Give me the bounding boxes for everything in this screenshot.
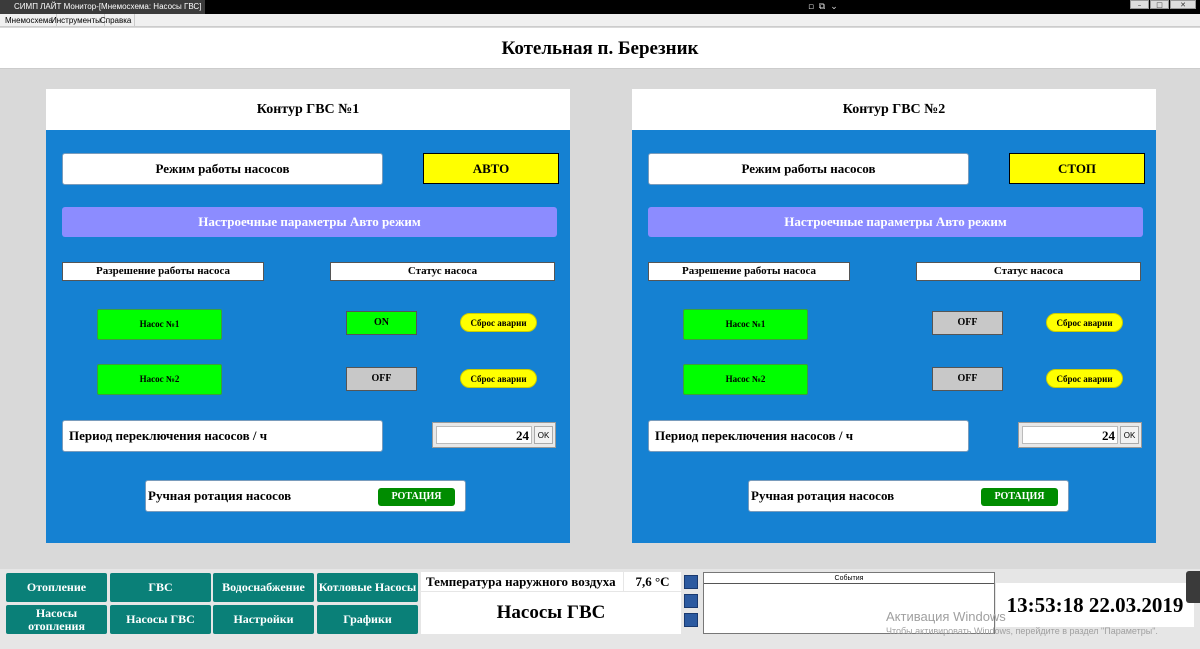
auto-params-button[interactable]: Настроечные параметры Авто режим <box>62 207 557 237</box>
outdoor-temp-value: 7,6 °C <box>624 572 681 591</box>
pump-2-reset-button[interactable]: Сброс аварии <box>1046 369 1123 388</box>
status-header: Статус насоса <box>330 262 555 281</box>
events-header: События <box>704 573 994 584</box>
period-label: Период переключения насосов / ч <box>62 420 383 452</box>
menu-mnemoscheme[interactable]: Мнемосхема <box>2 14 57 27</box>
sound-icon[interactable] <box>684 594 698 608</box>
pump-2-button[interactable]: Насос №2 <box>683 364 808 395</box>
mode-value[interactable]: СТОП <box>1009 153 1145 184</box>
nav-water-supply[interactable]: Водоснабжение <box>213 573 314 602</box>
period-ok-button[interactable]: OK <box>1120 426 1139 444</box>
period-input[interactable]: 24 <box>436 426 532 444</box>
permission-header: Разрешение работы насоса <box>648 262 850 281</box>
rotation-label: Ручная ротация насосов <box>751 488 895 503</box>
save-icon[interactable] <box>684 575 698 589</box>
window-minimize-button[interactable]: – <box>1130 0 1149 9</box>
rotation-box: Ручная ротация насосов РОТАЦИЯ <box>145 480 466 512</box>
period-input[interactable]: 24 <box>1022 426 1118 444</box>
clock: 13:53:18 22.03.2019 <box>996 583 1194 627</box>
restore-icon[interactable]: ⧉ <box>818 2 826 12</box>
mode-label: Режим работы насосов <box>648 153 969 185</box>
mode-value[interactable]: АВТО <box>423 153 559 184</box>
menu-bar: Мнемосхема Инструменты Справка <box>0 14 1200 27</box>
pump-2-status: OFF <box>932 367 1003 391</box>
rotation-button[interactable]: РОТАЦИЯ <box>981 488 1058 506</box>
watermark-line-1: Активация Windows <box>886 609 1006 624</box>
panel-gvs-1: Контур ГВС №1 Режим работы насосов АВТО … <box>46 89 570 543</box>
window-title-bar: СИМП ЛАЙТ Монитор-[Мнемосхема: Насосы ГВ… <box>0 0 1200 14</box>
chevron-down-icon[interactable]: ⌄ <box>830 2 838 12</box>
windows-activation-watermark: Активация Windows Чтобы активировать Win… <box>886 608 1186 642</box>
minimize-icon[interactable]: ▫ <box>807 2 815 12</box>
pump-1-reset-button[interactable]: Сброс аварии <box>1046 313 1123 332</box>
panel-title: Контур ГВС №1 <box>46 89 570 130</box>
window-maximize-button[interactable]: □ <box>1150 0 1169 9</box>
auto-params-button[interactable]: Настроечные параметры Авто режим <box>648 207 1143 237</box>
rotation-button[interactable]: РОТАЦИЯ <box>378 488 455 506</box>
menu-tools[interactable]: Инструменты <box>48 14 105 27</box>
nav-boiler-pumps[interactable]: Котловые Насосы <box>317 573 418 602</box>
watermark-line-2: Чтобы активировать Windows, перейдите в … <box>886 626 1158 636</box>
rotation-box: Ручная ротация насосов РОТАЦИЯ <box>748 480 1069 512</box>
pump-1-status: ON <box>346 311 417 335</box>
pump-2-button[interactable]: Насос №2 <box>97 364 222 395</box>
status-header: Статус насоса <box>916 262 1141 281</box>
pump-2-status: OFF <box>346 367 417 391</box>
menu-help[interactable]: Справка <box>97 14 136 27</box>
events-panel: События <box>703 572 995 634</box>
pump-1-button[interactable]: Насос №1 <box>683 309 808 340</box>
nav-heating-pumps[interactable]: Насосы отопления <box>6 605 107 634</box>
nav-settings[interactable]: Настройки <box>213 605 314 634</box>
rotation-label: Ручная ротация насосов <box>148 488 292 503</box>
side-scroll-handle[interactable] <box>1186 571 1200 603</box>
window-close-button[interactable]: ✕ <box>1170 0 1196 9</box>
nav-gvs-pumps[interactable]: Насосы ГВС <box>110 605 211 634</box>
window-icon[interactable] <box>684 613 698 627</box>
screen-name: Насосы ГВС <box>421 592 681 634</box>
period-stepper: 24 OK <box>432 422 556 448</box>
nav-heating[interactable]: Отопление <box>6 573 107 602</box>
pump-1-button[interactable]: Насос №1 <box>97 309 222 340</box>
period-ok-button[interactable]: OK <box>534 426 553 444</box>
pump-2-reset-button[interactable]: Сброс аварии <box>460 369 537 388</box>
nav-charts[interactable]: Графики <box>317 605 418 634</box>
period-label: Период переключения насосов / ч <box>648 420 969 452</box>
permission-header: Разрешение работы насоса <box>62 262 264 281</box>
page-title: Котельная п. Березник <box>0 28 1200 69</box>
panel-title: Контур ГВС №2 <box>632 89 1156 130</box>
mode-label: Режим работы насосов <box>62 153 383 185</box>
nav-gvs[interactable]: ГВС <box>110 573 211 602</box>
period-stepper: 24 OK <box>1018 422 1142 448</box>
window-title: СИМП ЛАЙТ Монитор-[Мнемосхема: Насосы ГВ… <box>0 0 206 14</box>
outdoor-temp-label: Температура наружного воздуха <box>421 572 623 591</box>
pump-1-status: OFF <box>932 311 1003 335</box>
pump-1-reset-button[interactable]: Сброс аварии <box>460 313 537 332</box>
panel-gvs-2: Контур ГВС №2 Режим работы насосов СТОП … <box>632 89 1156 543</box>
